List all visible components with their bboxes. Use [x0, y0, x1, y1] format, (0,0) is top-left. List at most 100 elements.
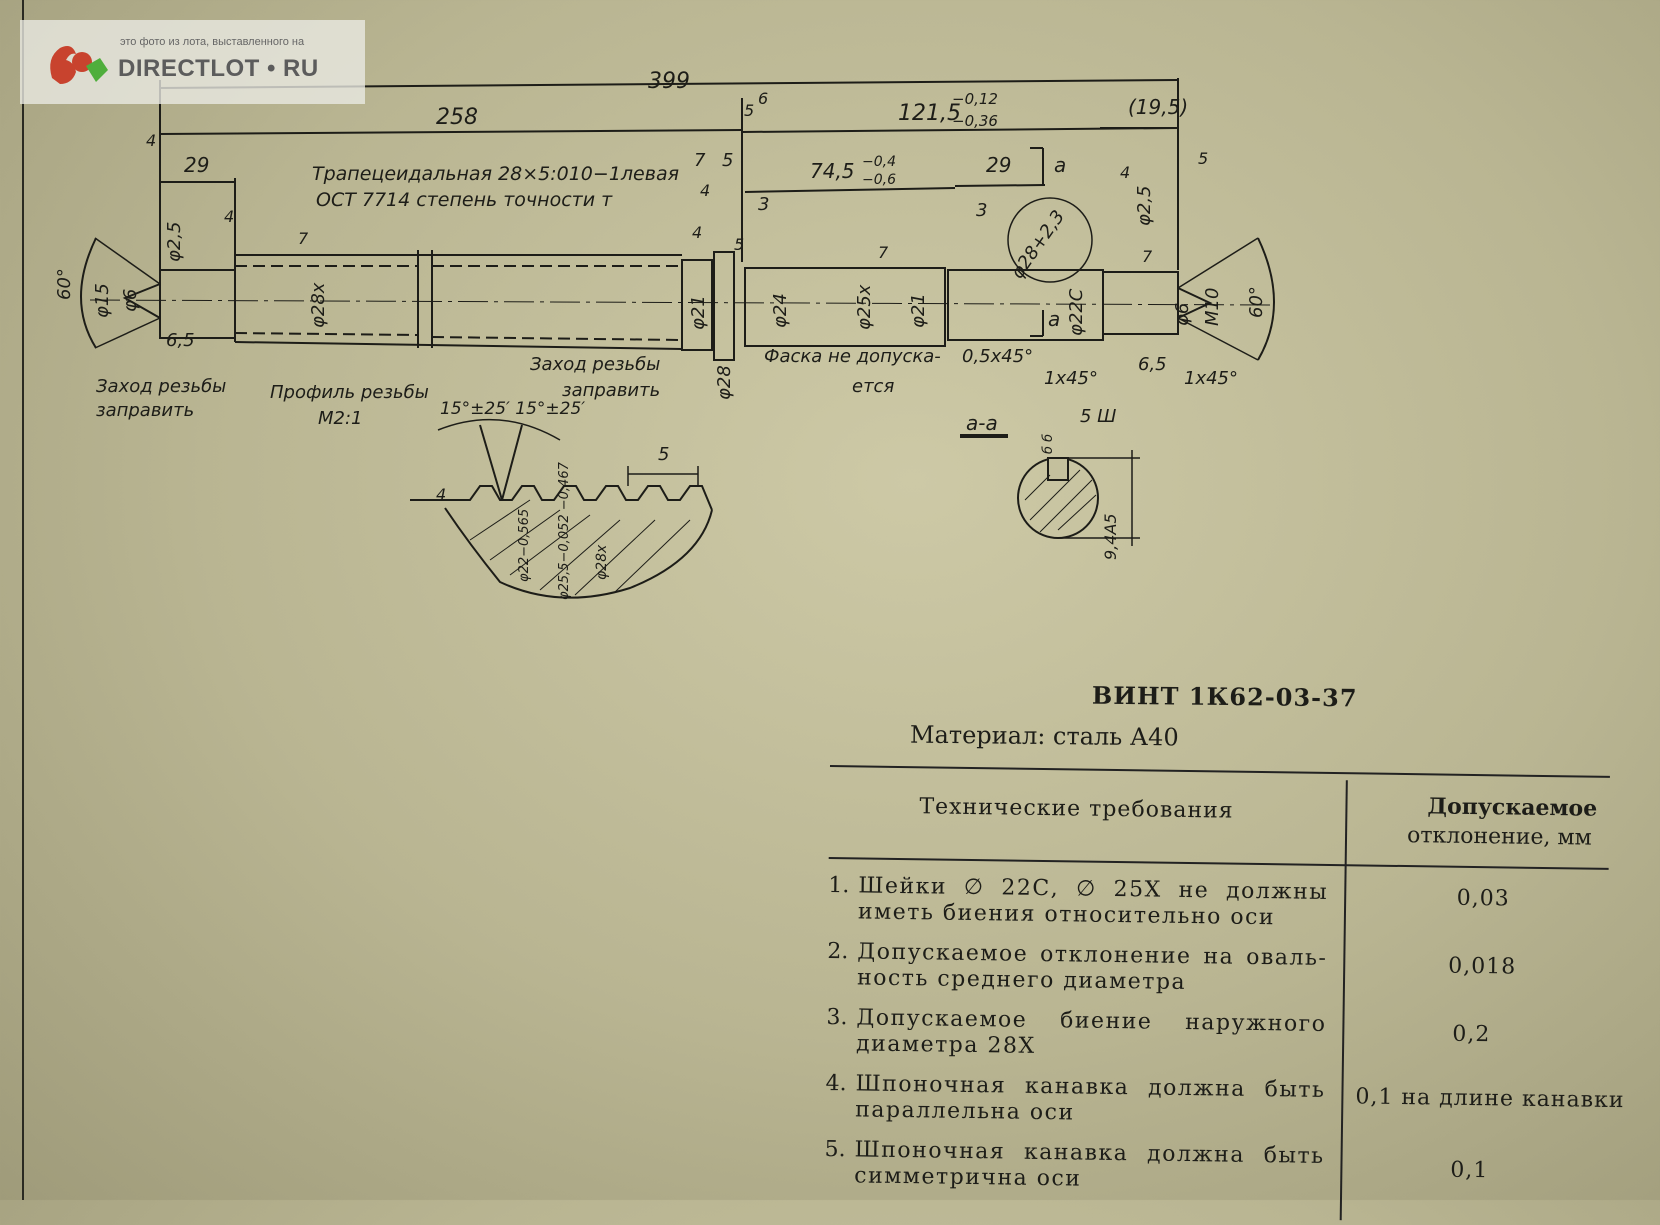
roughness-mark: 4 — [692, 223, 702, 242]
diam-28: φ28 — [714, 365, 735, 400]
sheet-border — [22, 0, 1624, 1200]
dim-29-key: 29 — [986, 153, 1011, 177]
angle-arc-left — [80, 237, 97, 349]
thread-bottom — [234, 341, 683, 350]
dim-121-tol-top: −0,12 — [952, 90, 998, 108]
dim-pitch: 5 — [658, 444, 669, 465]
requirement-value: 0,03 — [1456, 885, 1510, 912]
material-label: Материал: сталь А40 — [909, 720, 1179, 752]
profile-angles: 15°±25′ 15°±25′ — [440, 399, 585, 419]
roughness-mark: 6 — [758, 89, 768, 108]
diam-6-left: φ6 — [120, 289, 141, 312]
roughness-mark: 5 — [734, 235, 744, 254]
shaft-left-end — [159, 269, 236, 339]
requirement-number: 2. — [827, 938, 849, 965]
diam-25x: φ25x — [854, 284, 875, 330]
dim-258: 258 — [436, 105, 478, 130]
roughness-mark: 7 — [878, 243, 889, 262]
roughness-mark: 4 — [700, 181, 710, 200]
requirement-number: 5. — [824, 1136, 846, 1163]
diam-21-a: φ21 — [688, 295, 709, 330]
requirement-row: 2. Допускаемое отклонение на оваль- ност… — [827, 939, 1327, 995]
requirement-value: 0,2 — [1452, 1021, 1491, 1048]
technical-drawing: 399 258 121,5 −0,12 −0,36 (19,5) 29 74,5… — [54, 69, 1275, 600]
key-tolerance: б б — [1041, 434, 1056, 454]
angle-left: 60° — [54, 268, 75, 300]
thread-spec-line-2: ОСТ 7714 степень точности т — [316, 189, 613, 211]
shaft-right-end — [1102, 271, 1179, 335]
dim-121-tol-bot: −0,36 — [952, 112, 998, 130]
watermark-caption: это фото из лота, выставленного на — [120, 36, 305, 48]
dim-399: 399 — [648, 69, 690, 94]
chamfer-0-5: 0,5x45° — [962, 346, 1033, 367]
watermark-brand: DIRECTLOT • RU — [118, 55, 319, 82]
no-chamfer-2: ется — [852, 376, 894, 397]
dim-7: 7 — [694, 150, 706, 171]
table-header-rule — [828, 856, 1609, 870]
no-chamfer-1: Фаска не допуска- — [764, 346, 941, 367]
diam-28x: φ28x — [308, 282, 329, 328]
roughness-mark: 7 — [1142, 247, 1153, 266]
chamfer-1-b: 1x45° — [1184, 368, 1238, 389]
table-column-divider — [1339, 780, 1348, 1221]
angle-arc-right — [1257, 237, 1275, 361]
requirement-row: 4. Шпоночная канавка должна быть паралле… — [825, 1071, 1325, 1125]
requirement-text: Допускаемое отклонение на оваль- ность с… — [857, 939, 1328, 998]
watermark: это фото из лота, выставленного на DIREC… — [20, 20, 365, 104]
dim-3b: 3 — [976, 200, 987, 221]
requirement-value: 0,1 — [1450, 1157, 1489, 1184]
section-mark-top: а — [1054, 153, 1066, 177]
profile-d22: φ22−0,565 — [517, 509, 532, 582]
diam-28-section: φ28+2,3 — [1007, 207, 1069, 283]
center-hole-right — [1177, 287, 1213, 319]
dim-29-left: 29 — [184, 153, 209, 177]
diam-6-right: φ6 — [1172, 303, 1193, 326]
diam-2-5-left: φ2,5 — [164, 222, 185, 263]
roughness-mark: 4 — [436, 485, 446, 504]
dim-key-width: 5 Ш — [1080, 406, 1116, 427]
profile-d28x: φ28x — [594, 544, 610, 580]
diam-21-b: φ21 — [908, 293, 929, 328]
requirement-value: 0,1 на длине канавки — [1355, 1084, 1625, 1114]
thread-profile-teeth — [410, 485, 713, 511]
thread-profile-2: М2:1 — [318, 408, 363, 429]
requirement-text: Шпоночная канавка должна быть симметричн… — [854, 1137, 1325, 1196]
requirement-row: 1. Шейки ∅ 22С, ∅ 25Х не должны иметь би… — [828, 873, 1328, 930]
dim-line-258 — [159, 129, 743, 135]
dim-5: 5 — [722, 150, 733, 171]
requirement-text: Шейки ∅ 22С, ∅ 25Х не должны иметь биени… — [858, 873, 1329, 932]
thread-entry-mid-1: Заход резьбы — [530, 354, 660, 375]
dim-3a: 3 — [758, 194, 769, 215]
profile-d25-5: φ25,5−0,052 −0,467 — [557, 461, 572, 600]
requirement-text: Шпоночная канавка должна быть параллельн… — [855, 1071, 1326, 1130]
dim-19: (19,5) — [1128, 95, 1188, 119]
key-circle-note — [1007, 197, 1093, 283]
thread-entry-left-2: заправить — [96, 400, 194, 421]
shaft-journal-21 — [681, 259, 713, 351]
section-mark-bottom: а — [1048, 307, 1060, 331]
dim-6-5-left: 6,5 — [166, 330, 195, 351]
part-title: ВИНТ 1К62-03-37 — [1091, 680, 1358, 713]
shaft-collar-28 — [713, 251, 735, 361]
dim-74-tol-top: −0,4 — [862, 154, 896, 170]
dim-74-tol-bot: −0,6 — [862, 172, 896, 188]
diam-m10: M10 — [1202, 288, 1223, 326]
roughness-mark: 5 — [744, 101, 754, 120]
dim-line-29-key — [954, 184, 1046, 187]
dim-line-74 — [744, 187, 956, 193]
roughness-mark: 5 — [1198, 149, 1208, 168]
requirement-line-2: иметь биения относительно оси — [857, 899, 1276, 931]
thread-entry-left-1: Заход резьбы — [96, 376, 226, 397]
shaft-journal-24-25 — [744, 267, 946, 347]
center-hole-left — [122, 283, 161, 319]
roughness-mark: 4 — [224, 207, 234, 226]
requirement-number: 1. — [828, 872, 850, 899]
header-deviation-2: отклонение, мм — [1406, 823, 1592, 851]
requirement-number: 4. — [825, 1070, 847, 1097]
squirrel-logo-icon — [50, 46, 108, 84]
chamfer-1-a: 1x45° — [1044, 368, 1098, 389]
requirements-table: Технические требования Допускаемое откло… — [824, 765, 1630, 1221]
angle-right: 60° — [1246, 286, 1267, 318]
requirement-text: Допускаемое биение наружного диаметра 28… — [856, 1005, 1327, 1064]
thread-entry-mid-2: заправить — [562, 380, 660, 401]
